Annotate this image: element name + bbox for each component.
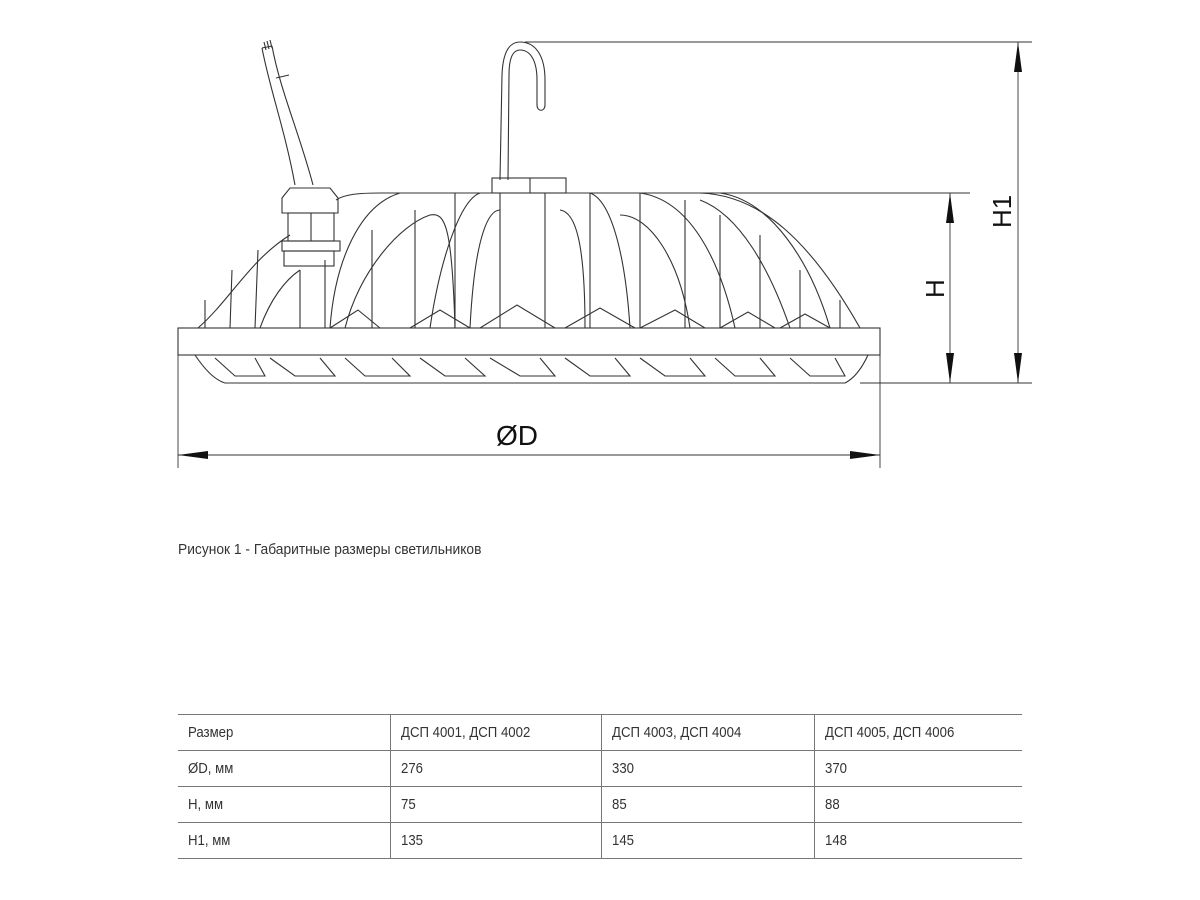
header-cell: ДСП 4005, ДСП 4006 (825, 724, 955, 741)
header-cell: ДСП 4003, ДСП 4004 (612, 724, 742, 741)
cable (261, 39, 314, 186)
cable-gland (281, 187, 341, 267)
table-cell: H, мм (188, 796, 224, 813)
luminaire-dimension-drawing: ØD H H1 (177, 39, 1032, 468)
table-cell: 88 (825, 796, 840, 813)
dimension-arrows (178, 42, 1022, 459)
dimensions-table: Размер ДСП 4001, ДСП 4002 ДСП 4003, ДСП … (178, 714, 1022, 859)
height-label: H (920, 279, 950, 298)
table-cell: 330 (612, 760, 635, 777)
table-cell: 135 (401, 832, 424, 849)
table-cell: 145 (612, 832, 635, 849)
header-cell: ДСП 4001, ДСП 4002 (401, 724, 531, 741)
header-cell: Размер (188, 724, 234, 741)
hanging-hook (491, 41, 567, 194)
table-cell: 75 (401, 796, 416, 813)
table-row: H, мм 75 85 88 (178, 786, 1022, 823)
table-cell: 370 (825, 760, 848, 777)
luminaire-body (177, 192, 881, 384)
table-cell: 276 (401, 760, 424, 777)
table-header-row: Размер ДСП 4001, ДСП 4002 ДСП 4003, ДСП … (178, 714, 1022, 751)
table-cell: 148 (825, 832, 848, 849)
diameter-label: ØD (496, 420, 538, 451)
table-cell: 85 (612, 796, 627, 813)
figure-caption: Рисунок 1 - Габаритные размеры светильни… (178, 541, 482, 558)
table-row: H1, мм 135 145 148 (178, 822, 1022, 859)
total-height-label: H1 (987, 195, 1017, 228)
dimension-lines (177, 41, 1032, 468)
table-row: ØD, мм 276 330 370 (178, 750, 1022, 787)
table-cell: ØD, мм (188, 760, 234, 777)
table-cell: H1, мм (188, 832, 231, 849)
